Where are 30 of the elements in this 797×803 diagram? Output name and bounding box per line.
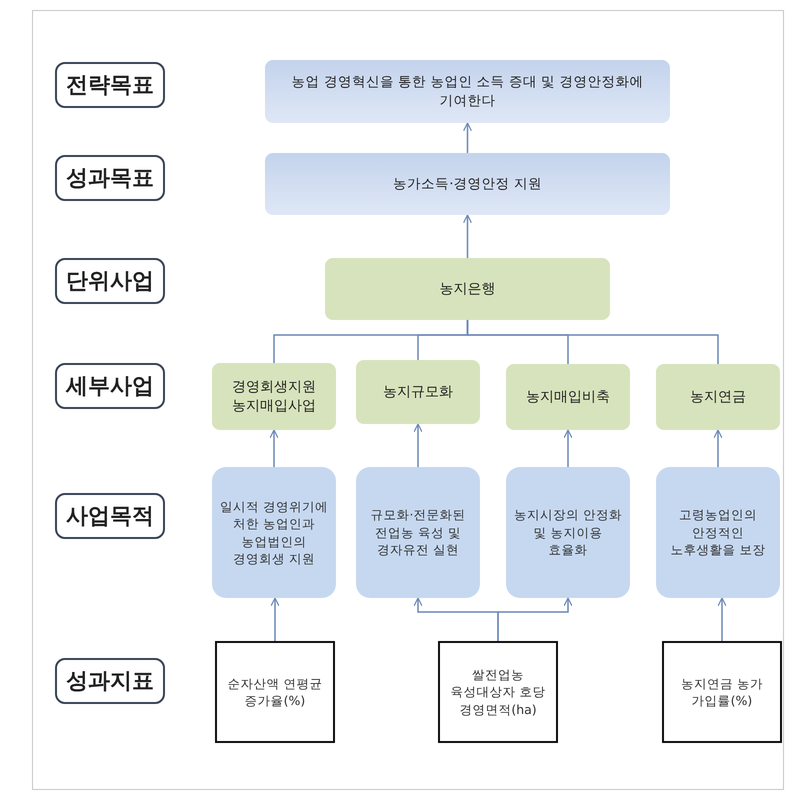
purpose-box: 농지시장의 안정화 및 농지이용 효율화 [506,467,630,598]
program-box: 농지매입비축 [506,364,630,430]
indicator-box: 쌀전업농 육성대상자 호당 경영면적(ha) [438,641,558,743]
level-label: 전략목표 [55,62,165,108]
connector-line [466,320,719,364]
program-box: 경영회생지원 농지매입사업 [212,363,336,430]
indicator-box: 순자산액 연평균 증가율(%) [215,641,335,743]
level-label: 단위사업 [55,258,165,304]
arrow [713,429,723,467]
arrow [497,597,573,641]
goal-box: 농가소득·경영안정 지원 [265,153,670,215]
purpose-box: 일시적 경영위기에 처한 농업인과 농업법인의 경영회생 지원 [212,467,336,598]
arrow [413,423,423,467]
goal-box: 농업 경영혁신을 통한 농업인 소득 증대 및 경영안정화에 기여한다 [265,60,670,123]
indicator-box: 농지연금 농가 가입률(%) [662,641,782,743]
purpose-box: 규모화·전문화된 전업농 육성 및 경자유전 실현 [356,467,480,598]
program-box: 농지연금 [656,364,780,430]
arrow [270,597,280,641]
arrow [462,214,472,258]
program-box: 농지은행 [325,258,610,320]
level-label: 사업목적 [55,493,165,539]
program-box: 농지규모화 [356,360,480,424]
arrow [269,429,279,467]
level-label: 성과목표 [55,155,165,201]
purpose-box: 고령농업인의 안정적인 노후생활을 보장 [656,467,780,598]
arrow [563,429,573,467]
arrow [717,597,727,641]
level-label: 세부사업 [55,363,165,409]
arrow [462,122,472,153]
level-label: 성과지표 [55,658,165,704]
